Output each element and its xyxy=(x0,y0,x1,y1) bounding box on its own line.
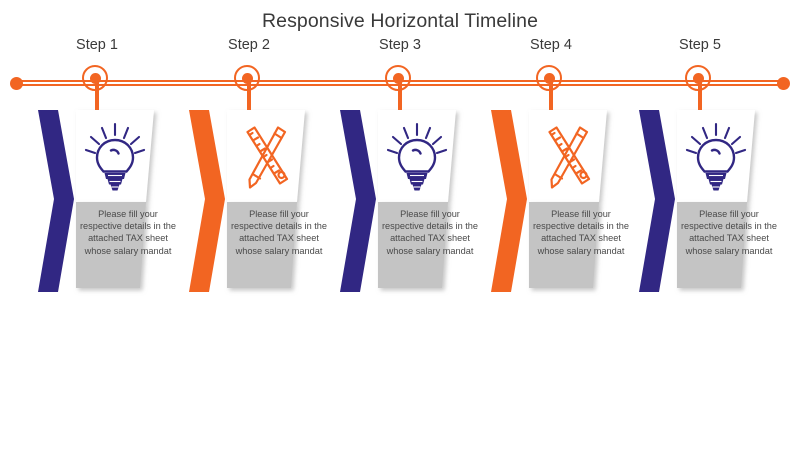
marker-dot-icon xyxy=(693,73,704,84)
timeline-end-dot-icon xyxy=(777,77,790,90)
marker-ring-icon xyxy=(685,65,711,91)
card-icon xyxy=(235,122,297,196)
card-body-text: Please fill your respective details in t… xyxy=(231,209,328,256)
step-card-3[interactable]: Please fill your respective details in t… xyxy=(338,110,486,292)
card-text-panel xyxy=(76,202,146,288)
lightbulb-icon xyxy=(685,122,747,191)
timeline-marker-2[interactable]: Step 2 xyxy=(226,37,272,120)
card-chevron xyxy=(189,110,225,292)
lightbulb-icon xyxy=(84,122,146,191)
marker-stem-icon xyxy=(247,78,251,120)
marker-ring-icon xyxy=(234,65,260,91)
step-card-4[interactable]: Please fill your respective details in t… xyxy=(489,110,637,292)
timeline-start-dot-icon xyxy=(10,77,23,90)
card-icon-panel xyxy=(677,110,755,202)
card-icon xyxy=(386,122,448,196)
card-shape xyxy=(38,110,154,292)
card-icon-panel xyxy=(378,110,456,202)
marker-ring-icon xyxy=(385,65,411,91)
step-label-5: Step 5 xyxy=(679,37,721,53)
card-chevron xyxy=(340,110,376,292)
card-chevron xyxy=(639,110,675,292)
card-icon xyxy=(84,122,146,196)
card-body-text: Please fill your respective details in t… xyxy=(533,209,630,256)
timeline-marker-3[interactable]: Step 3 xyxy=(377,37,423,120)
marker-stem-icon xyxy=(549,78,553,120)
step-card-1[interactable]: Please fill your respective details in t… xyxy=(36,110,184,292)
timeline-marker-4[interactable]: Step 4 xyxy=(528,37,574,120)
ruler-pencil-icon xyxy=(548,126,591,189)
ruler-pencil-icon xyxy=(246,126,289,189)
card-icon xyxy=(537,122,599,196)
step-label-3: Step 3 xyxy=(379,37,421,53)
marker-stem-icon xyxy=(398,78,402,120)
step-label-2: Step 2 xyxy=(228,37,270,53)
marker-dot-icon xyxy=(90,73,101,84)
lightbulb-icon xyxy=(386,122,448,191)
card-chevron xyxy=(491,110,527,292)
card-shape xyxy=(340,110,456,292)
card-body-text: Please fill your respective details in t… xyxy=(382,209,479,256)
card-chevron xyxy=(38,110,74,292)
card-body-text: Please fill your respective details in t… xyxy=(681,209,778,256)
step-label-1: Step 1 xyxy=(76,37,118,53)
marker-ring-icon xyxy=(536,65,562,91)
step-card-5[interactable]: Please fill your respective details in t… xyxy=(637,110,785,292)
card-text-panel xyxy=(227,202,297,288)
step-card-2[interactable]: Please fill your respective details in t… xyxy=(187,110,335,292)
card-shape xyxy=(639,110,755,292)
marker-stem-icon xyxy=(698,78,702,120)
marker-stem-icon xyxy=(95,78,99,120)
timeline-marker-5[interactable]: Step 5 xyxy=(677,37,723,120)
marker-dot-icon xyxy=(544,73,555,84)
marker-dot-icon xyxy=(393,73,404,84)
marker-dot-icon xyxy=(242,73,253,84)
card-text-panel xyxy=(378,202,448,288)
marker-ring-icon xyxy=(82,65,108,91)
card-icon xyxy=(685,122,747,196)
step-label-4: Step 4 xyxy=(530,37,572,53)
card-text-panel xyxy=(677,202,747,288)
page-title: Responsive Horizontal Timeline xyxy=(261,10,539,32)
timeline-marker-1[interactable]: Step 1 xyxy=(74,37,120,120)
card-icon-panel xyxy=(76,110,154,202)
card-text-panel xyxy=(529,202,599,288)
card-body-text: Please fill your respective details in t… xyxy=(80,209,177,256)
